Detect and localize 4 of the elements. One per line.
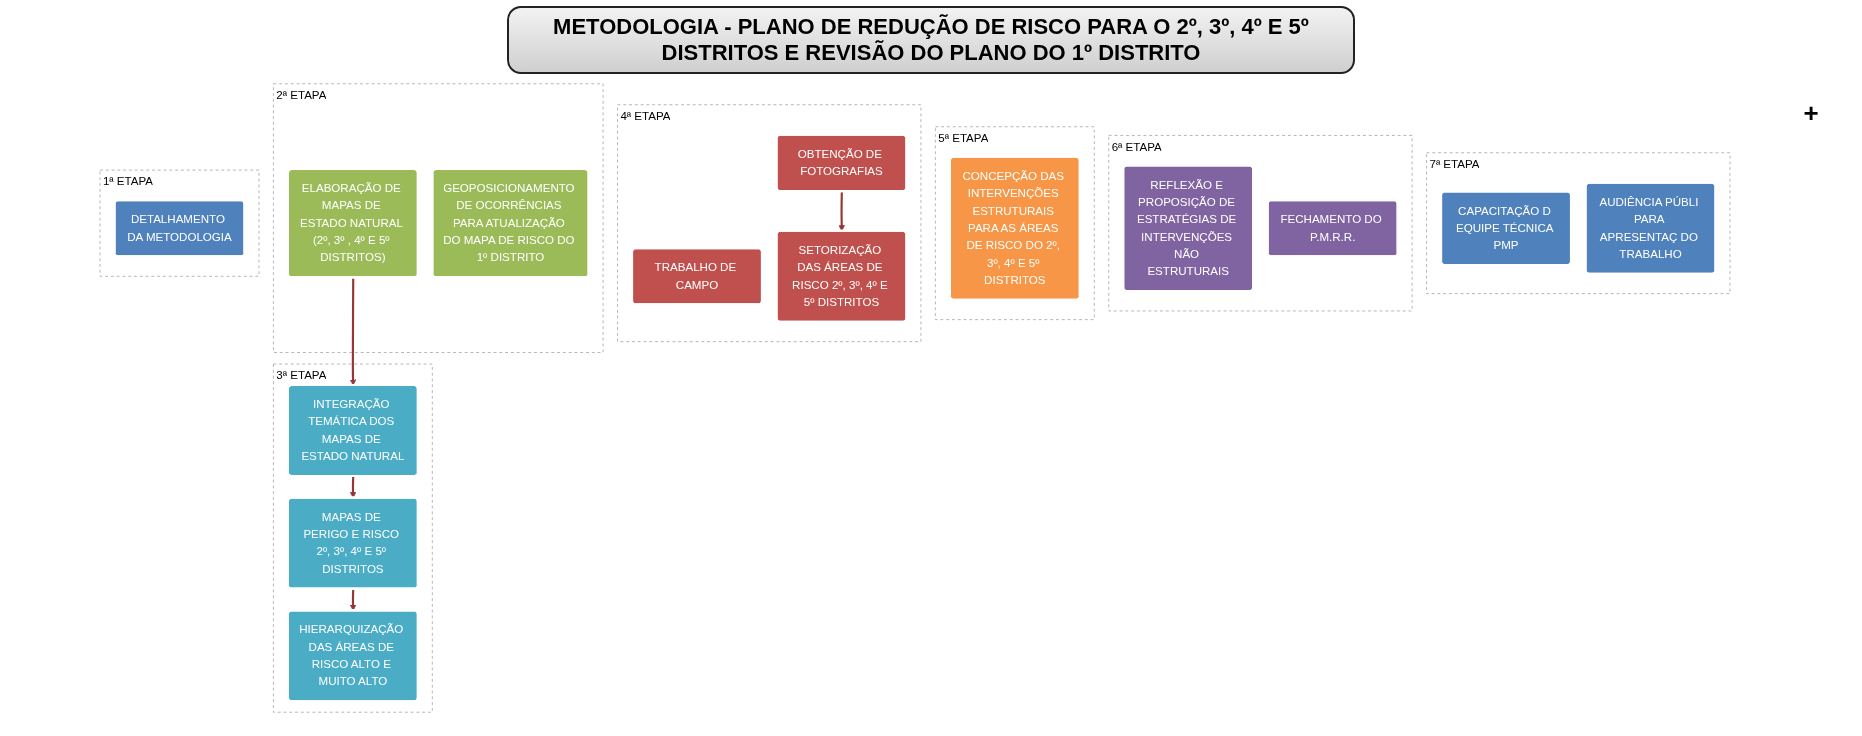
title-banner: METODOLOGIA - PLANO DE REDUÇÃO DE RISCO PARA O 2º, 3º, 4º E 5º DISTRITOS E REVISÃO DO PLANO DO 1º DISTRITO (507, 6, 1355, 74)
plus-sign: + (1803, 98, 1819, 129)
arrow (350, 589, 357, 611)
arrow (350, 277, 357, 386)
